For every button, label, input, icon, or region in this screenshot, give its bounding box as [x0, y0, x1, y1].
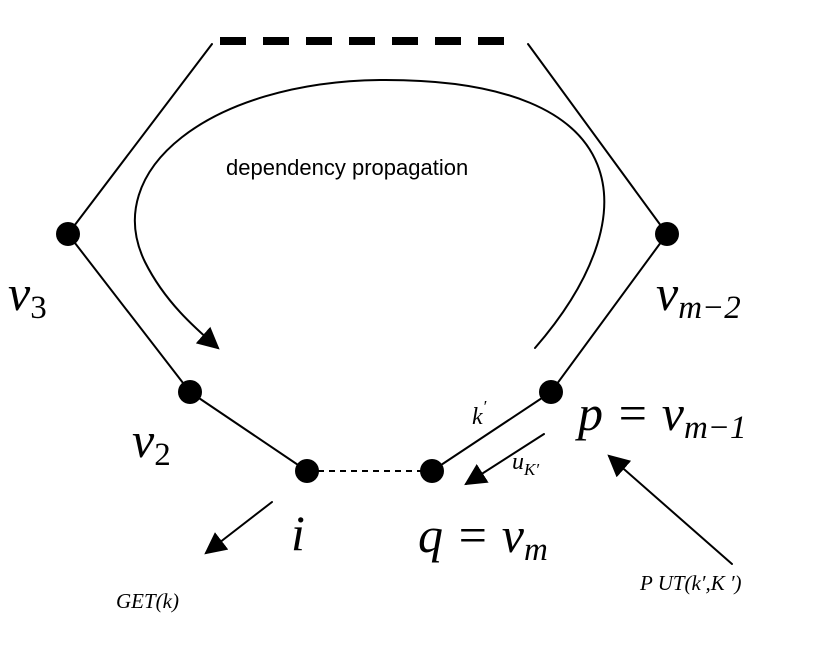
label-k-prime-base: k	[472, 404, 483, 430]
label-vm2-sub: m−2	[678, 290, 741, 326]
edge-top-left	[67, 43, 213, 235]
label-q: q = vm	[418, 507, 548, 568]
edge-v2-i	[189, 391, 308, 472]
label-p-sub: m−1	[684, 410, 747, 446]
put-arrow	[607, 454, 733, 565]
propagation-arc	[133, 78, 606, 350]
node-p	[539, 380, 563, 404]
label-vm2-base: v	[656, 265, 679, 321]
label-v2-base: v	[132, 412, 155, 468]
label-v3-sub: 3	[30, 290, 47, 326]
label-v3: v3	[8, 265, 47, 326]
label-q-sub: m	[524, 532, 548, 568]
label-u-k: uK′	[512, 449, 539, 479]
label-vm2: vm−2	[656, 265, 741, 326]
label-v3-base: v	[8, 265, 31, 321]
label-u-base: u	[512, 449, 524, 475]
node-i	[295, 459, 319, 483]
label-get: GET(k)	[116, 589, 179, 613]
node-vm2	[655, 222, 679, 246]
get-arrow	[204, 501, 273, 555]
label-put: P UT(k′,K ′)	[639, 571, 742, 595]
label-u-sub: K′	[523, 460, 539, 479]
node-v2	[178, 380, 202, 404]
u-arrow	[464, 433, 545, 486]
label-p: p = vm−1	[575, 385, 747, 446]
label-q-prefix: q = v	[418, 507, 525, 563]
edge-q-p	[431, 391, 552, 472]
edge-v3-v2	[67, 233, 191, 393]
label-k-prime-mark: ′	[483, 397, 487, 416]
label-i: i	[291, 505, 305, 561]
label-v2-sub: 2	[154, 437, 171, 473]
edge-p-vm2	[550, 233, 668, 393]
label-v2: v2	[132, 412, 171, 473]
label-k-prime: k′	[472, 397, 487, 430]
node-q	[420, 459, 444, 483]
edge-top-right	[527, 43, 668, 235]
propagation-caption: dependency propagation	[226, 155, 468, 180]
node-v3	[56, 222, 80, 246]
label-p-prefix: p = v	[575, 385, 685, 441]
